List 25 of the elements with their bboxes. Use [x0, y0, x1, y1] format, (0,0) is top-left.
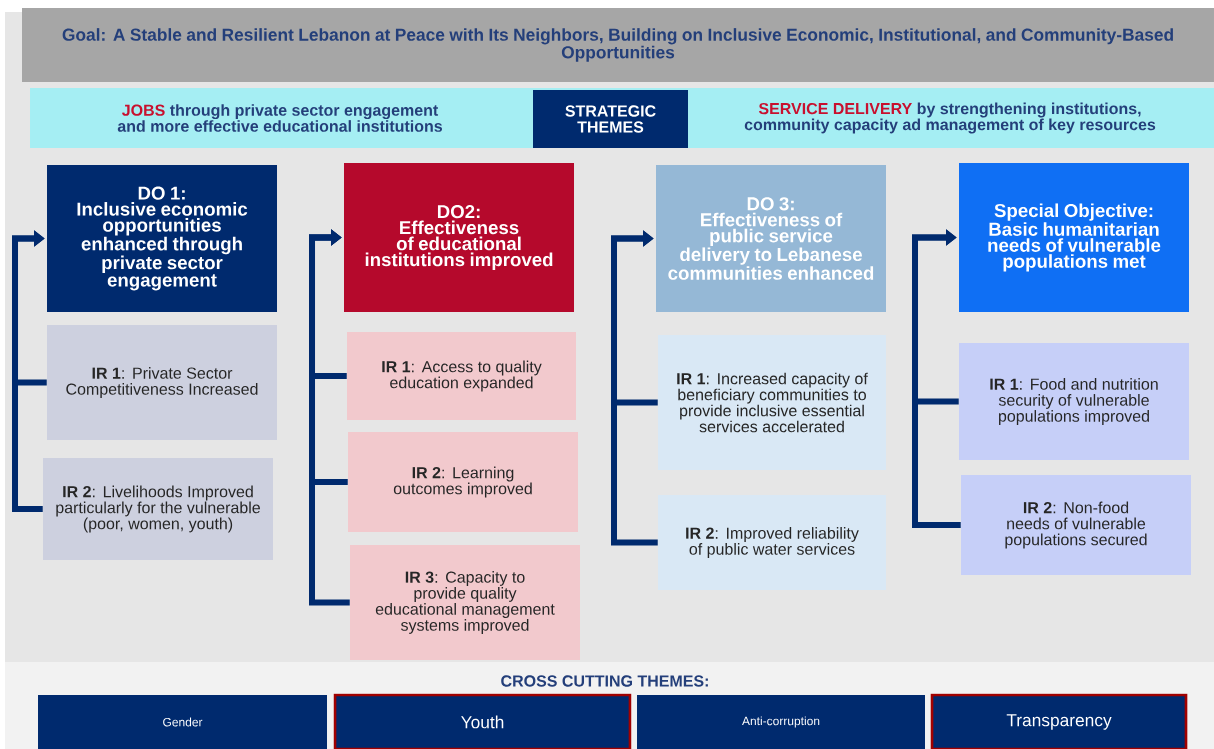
result-box: IR 1: Food and nutrition security of vulnerable populations improved	[959, 343, 1189, 460]
objective-box: DO 1: Inclusive economic opportunities enhanced through private sector engagement	[47, 165, 277, 312]
arrow	[912, 229, 961, 528]
result-box: IR 3: Capacity to provide quality educational management systems improved	[350, 545, 580, 660]
theme-text: SERVICE DELIVERY by strengthening institutions, community capacity ad management of key resources	[744, 102, 1156, 134]
theme-box: Transparency	[930, 693, 1188, 749]
theme-text: JOBS through private sector engagement and more effective educational institutions	[117, 104, 443, 132]
theme-heading-box: STRATEGIC THEMES	[533, 90, 688, 148]
result-box: IR 2: Learning outcomes improved	[348, 432, 578, 532]
result-box: IR 2: Improved reliability of public water services	[658, 495, 886, 590]
goal-banner: Goal: A Stable and Resilient Lebanon at Peace with Its Neighbors, Building on Inclusive Economic, Institutional, and Community-Based Opportunities	[22, 8, 1214, 82]
result-box: IR 1: Access to quality education expanded	[347, 332, 576, 420]
arrow	[611, 230, 658, 546]
theme-box: Anti-corruption	[637, 695, 925, 749]
result-box: IR 2: Livelihoods Improved particularly for the vulnerable (poor, women, youth)	[43, 458, 273, 560]
result-box: IR 1: Private Sector Competitiveness Increased	[47, 325, 277, 440]
objective-box: DO2: Effectiveness of educational institutions improved	[344, 163, 574, 312]
arrow	[309, 229, 350, 606]
objective-box: Special Objective: Basic humanitarian needs of vulnerable populations met	[959, 163, 1189, 312]
heading: CROSS CUTTING THEMES:	[501, 675, 708, 687]
theme-box: Youth	[333, 693, 632, 749]
objective-box: DO 3: Effectiveness of public service delivery to Lebanese communities enhanced	[656, 165, 886, 312]
theme-box: Gender	[38, 695, 327, 749]
result-box: IR 2: Non-food needs of vulnerable populations secured	[961, 475, 1191, 575]
result-box: IR 1: Increased capacity of beneficiary communities to provide inclusive essential services accelerated	[658, 335, 886, 470]
